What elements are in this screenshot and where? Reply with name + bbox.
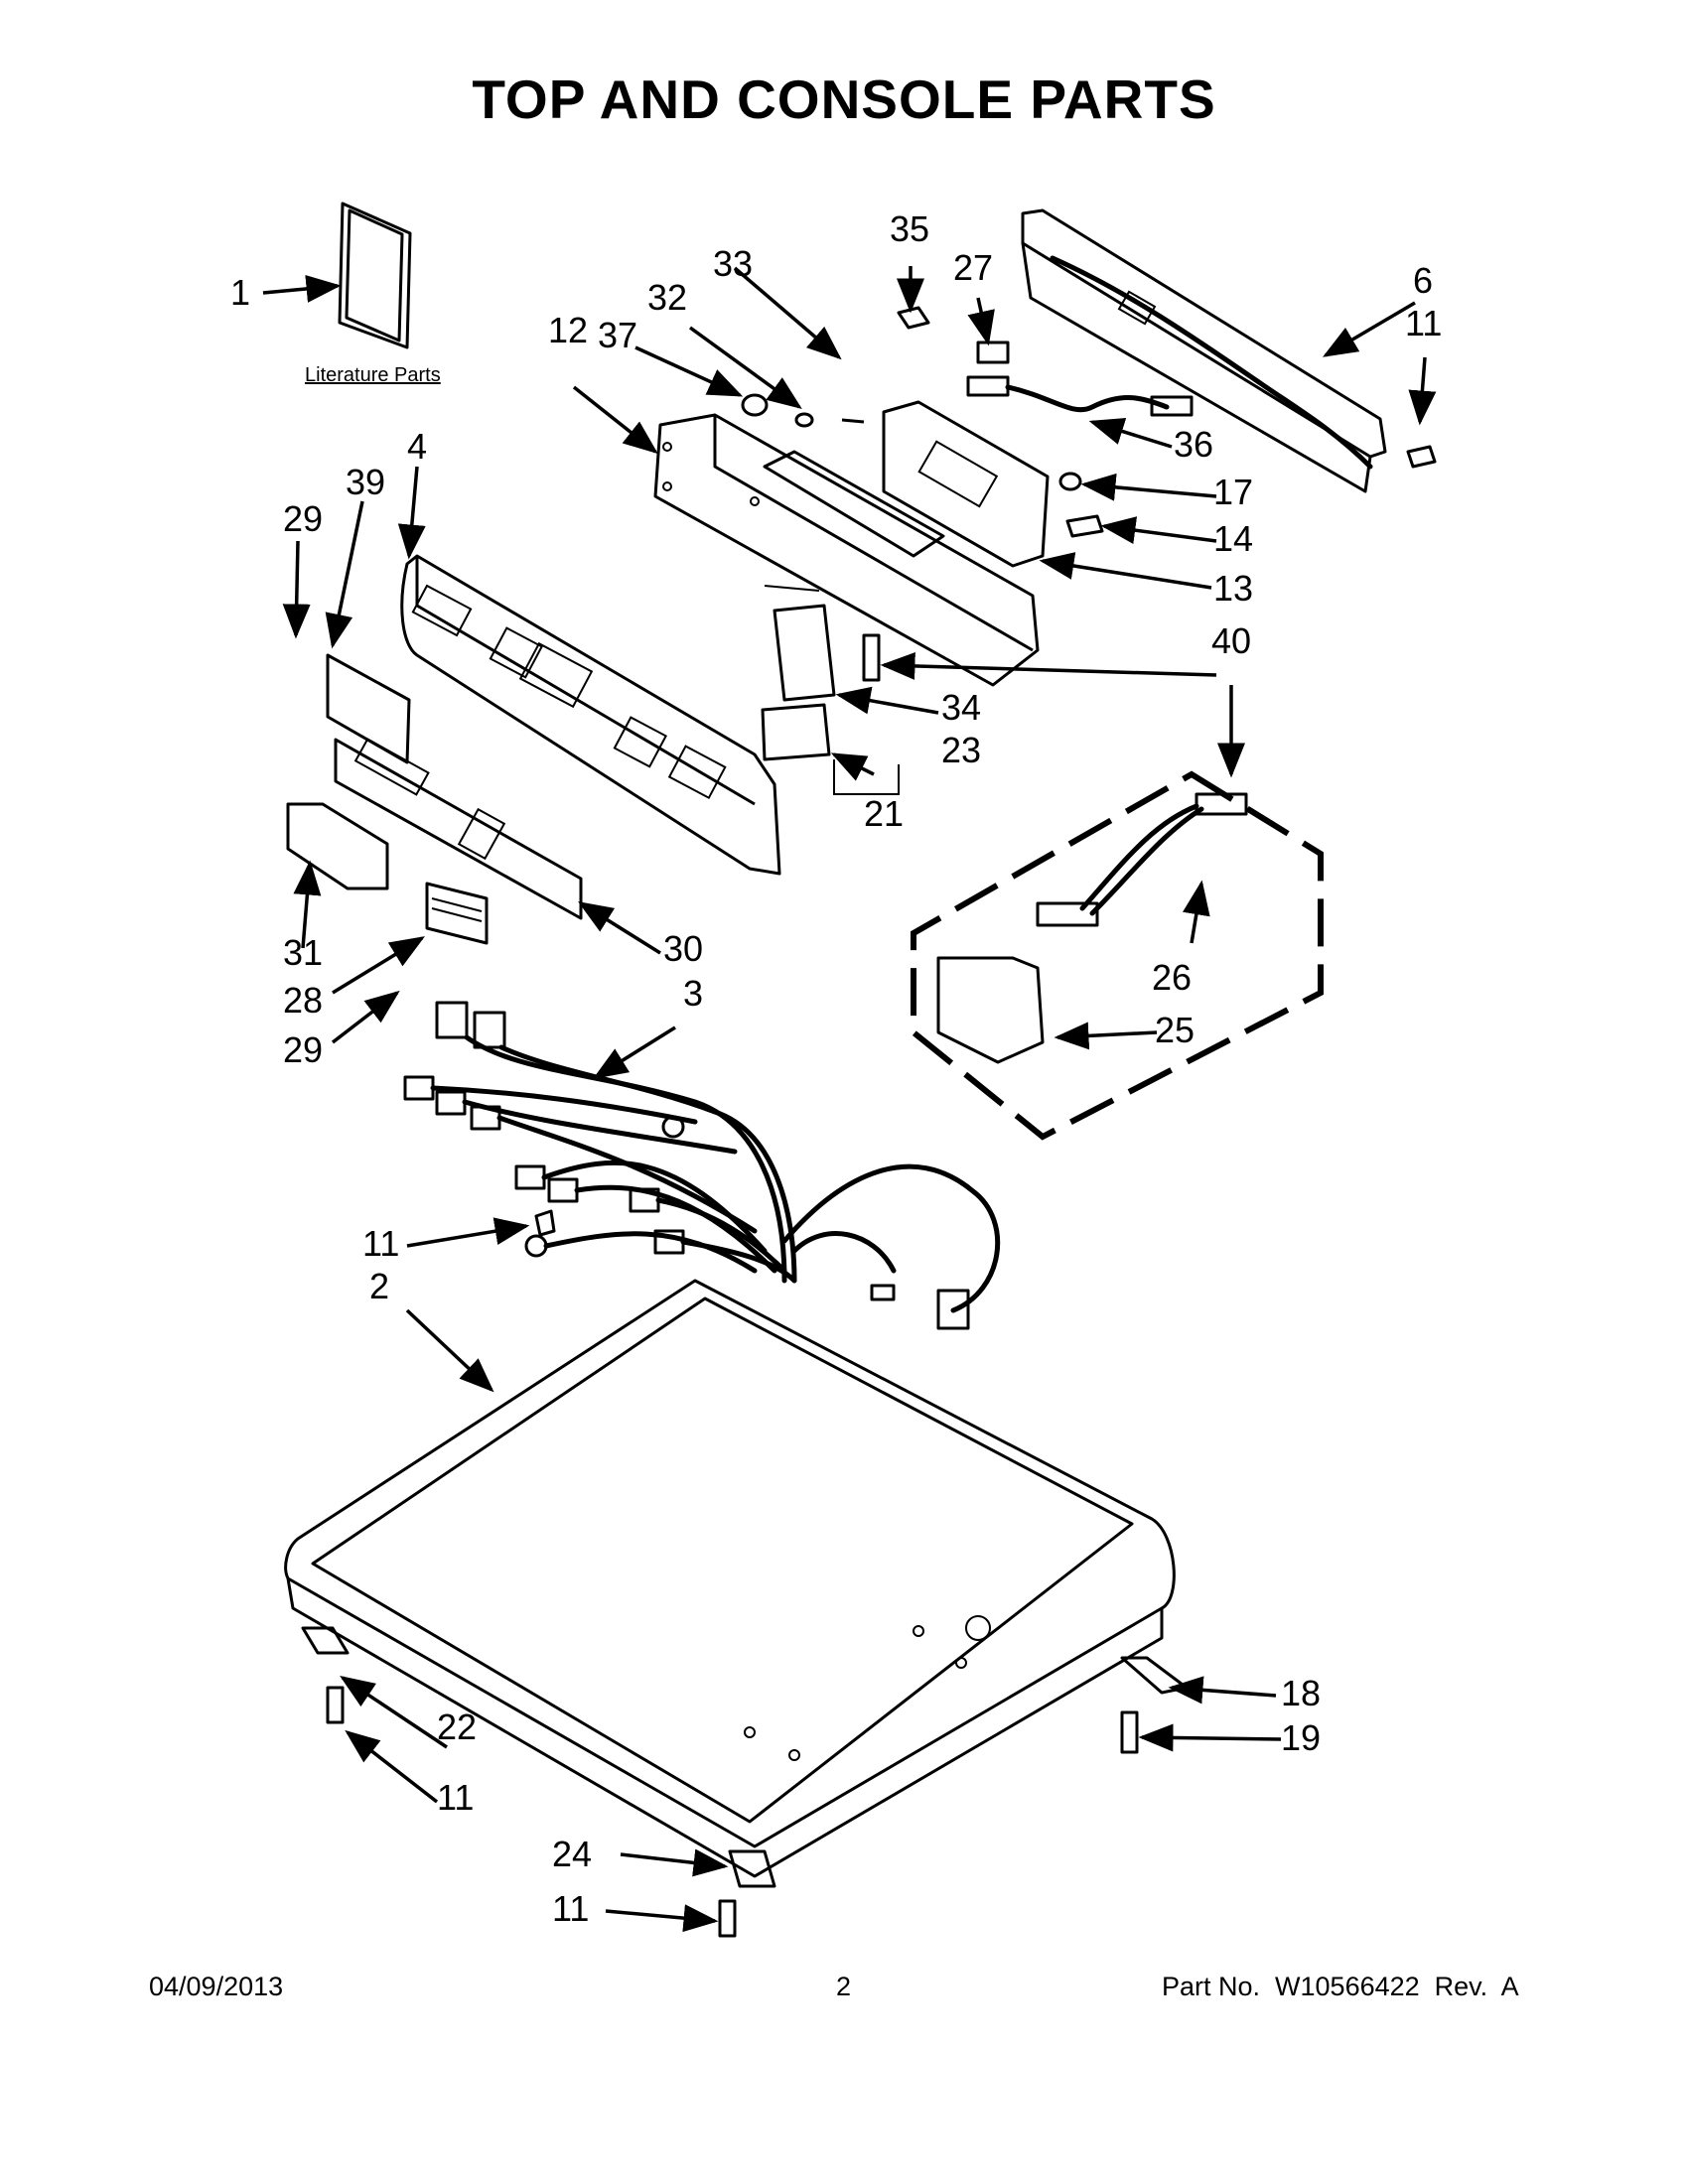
callout-labels: 1 2 3 4 6 11 11 11 11 12 13 14 17 18 19 …	[230, 208, 1442, 1929]
callout-12: 12	[548, 310, 588, 350]
literature-parts-label: Literature Parts	[305, 364, 441, 386]
callout-2: 2	[369, 1266, 389, 1306]
footer-part-number: Part No. W10566422 Rev. A	[1162, 1972, 1519, 2001]
callout-35: 35	[890, 208, 929, 249]
callout-37: 37	[598, 315, 637, 355]
control-board-drawing	[882, 400, 1050, 568]
callout-6: 6	[1413, 260, 1433, 301]
screw-11-harness-drawing	[534, 1209, 556, 1237]
callout-29-left: 29	[283, 498, 323, 539]
callout-24: 24	[552, 1834, 592, 1874]
callout-32: 32	[647, 277, 687, 318]
callout-19: 19	[1281, 1717, 1321, 1758]
callout-25: 25	[1155, 1010, 1195, 1050]
callout-17: 17	[1213, 472, 1253, 512]
footer-page-number: 2	[836, 1972, 852, 2001]
hardware-small-parts-drawing	[741, 306, 1437, 538]
rear-console-bracket-drawing	[1021, 208, 1387, 493]
callout-26: 26	[1152, 957, 1192, 998]
console-panel-drawing	[400, 554, 781, 876]
callout-14: 14	[1213, 518, 1253, 559]
callout-30: 30	[663, 928, 703, 969]
harness-36-drawing	[966, 341, 1194, 417]
callout-27: 27	[953, 247, 993, 288]
leader-lines	[262, 266, 1437, 1933]
callout-11-rear: 11	[1405, 303, 1442, 343]
callout-33: 33	[713, 243, 753, 284]
callout-11-front: 11	[552, 1888, 589, 1929]
cover-28-drawing	[425, 882, 489, 945]
callout-23: 23	[941, 730, 981, 770]
dryer-top-drawing	[284, 1279, 1176, 1878]
overlay-39-drawing	[326, 653, 411, 764]
footer-date: 04/09/2013	[149, 1972, 284, 2001]
page-title: TOP AND CONSOLE PARTS	[472, 68, 1216, 130]
callout-40: 40	[1211, 620, 1251, 661]
callout-31: 31	[283, 932, 323, 973]
main-wire-harness-drawing	[403, 1001, 1001, 1330]
callout-18: 18	[1281, 1673, 1321, 1713]
bottom-hardware-drawing	[301, 1626, 1189, 1938]
callout-22: 22	[437, 1706, 477, 1747]
switch-bracket-drawing	[761, 585, 900, 795]
callout-11-left-hinge: 11	[437, 1777, 474, 1818]
callout-39: 39	[346, 462, 385, 502]
callout-3: 3	[683, 973, 703, 1014]
callout-21: 21	[864, 793, 904, 834]
display-lens-31-drawing	[286, 802, 389, 890]
callout-29-lower: 29	[283, 1029, 323, 1070]
callout-1: 1	[230, 272, 250, 313]
callout-11-harness: 11	[362, 1223, 399, 1264]
callout-13: 13	[1213, 568, 1253, 609]
callout-4: 4	[407, 426, 427, 467]
callout-34: 34	[941, 687, 981, 728]
literature-part-drawing	[338, 202, 412, 349]
callout-36: 36	[1174, 424, 1213, 465]
console-frame-drawing	[653, 413, 1040, 687]
kit-40-drawing	[911, 770, 1324, 1141]
callout-28: 28	[283, 980, 323, 1021]
